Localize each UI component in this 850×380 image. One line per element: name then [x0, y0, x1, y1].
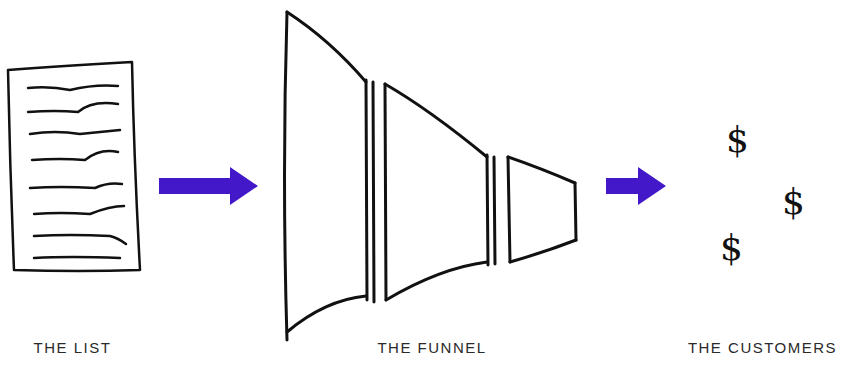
dollar-sign: $	[782, 182, 805, 222]
labelled-figure: THE FUNNEL	[272, 5, 592, 358]
dollar-sign: $	[720, 228, 743, 268]
flow-arrow	[606, 167, 666, 205]
document-outline	[8, 62, 140, 271]
labelled-figure: THE LIST	[0, 50, 145, 358]
figure-caption: THE FUNNEL	[377, 338, 486, 358]
document-scribbles	[28, 86, 126, 259]
figure-caption: THE LIST	[34, 338, 112, 358]
dollar-sign: $	[726, 120, 749, 160]
labelled-figure: THE CUSTOMERS	[680, 110, 845, 358]
flow-arrow	[159, 167, 258, 205]
figure-caption: THE CUSTOMERS	[688, 338, 837, 358]
funnel-drawing	[285, 12, 577, 340]
